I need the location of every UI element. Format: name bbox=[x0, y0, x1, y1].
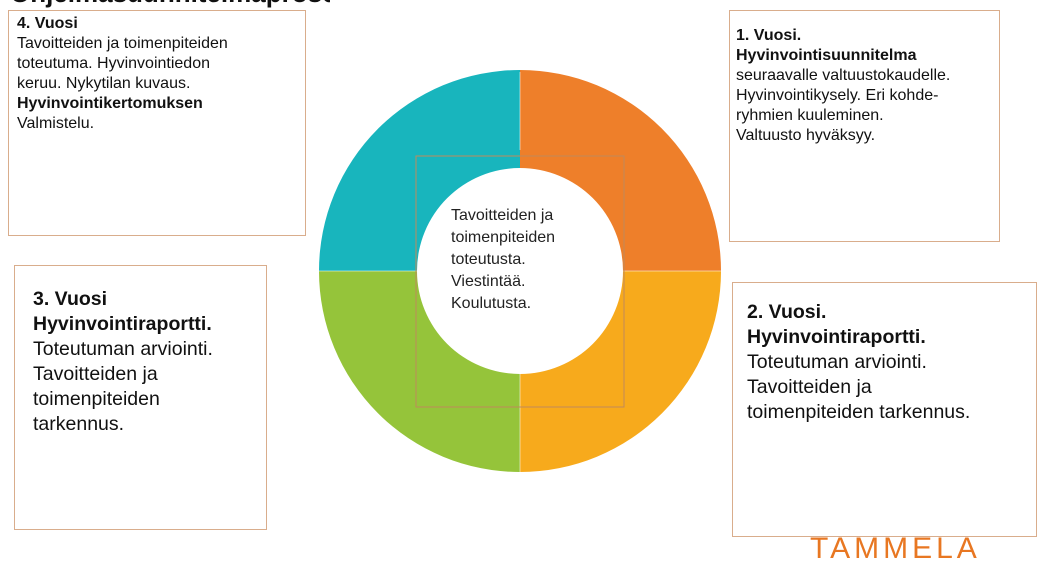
cut-off-header: Ohjelmasuunnitelmaprosessi bbox=[0, 0, 330, 10]
cut-off-header-text: Ohjelmasuunnitelmaprosessi bbox=[10, 0, 330, 9]
year2-line-2: Tavoitteiden ja bbox=[747, 376, 872, 398]
year1-line-2: Hyvinvointikysely. Eri kohde- bbox=[736, 87, 939, 104]
center-line-2: toimenpiteiden bbox=[451, 229, 556, 246]
year4-bold-line: Hyvinvointikertomuksen bbox=[17, 95, 203, 112]
year1-box: 1. Vuosi. Hyvinvointisuunnitelma seuraav… bbox=[729, 10, 1000, 242]
year2-heading: 2. Vuosi. bbox=[747, 301, 827, 323]
center-line-1: Tavoitteiden ja bbox=[451, 207, 554, 224]
year1-heading: 1. Vuosi. bbox=[736, 27, 802, 44]
center-line-4: Viestintää. bbox=[451, 273, 526, 290]
year3-heading: 3. Vuosi bbox=[33, 288, 108, 310]
year3-bold-line: Hyvinvointiraportti. bbox=[33, 313, 212, 335]
year3-line-2: Tavoitteiden ja bbox=[33, 363, 158, 385]
year1-line-4: Valtuusto hyväksyy. bbox=[736, 127, 876, 144]
center-line-3: toteutusta. bbox=[451, 251, 526, 268]
year1-line-3: ryhmien kuuleminen. bbox=[736, 107, 884, 124]
year2-line-1: Toteutuman arviointi. bbox=[747, 351, 927, 373]
year3-box: 3. Vuosi Hyvinvointiraportti. Toteutuman… bbox=[14, 265, 267, 530]
year4-line-2: toteutuma. Hyvinvointiedon bbox=[17, 55, 210, 72]
ring-segment-year2 bbox=[520, 271, 721, 472]
year2-bold-line: Hyvinvointiraportti. bbox=[747, 326, 926, 348]
year4-line-4: Valmistelu. bbox=[17, 115, 95, 132]
year3-line-1: Toteutuman arviointi. bbox=[33, 338, 213, 360]
ring-segment-year4 bbox=[319, 70, 520, 271]
year4-line-3: keruu. Nykytilan kuvaus. bbox=[17, 75, 191, 92]
year1-bold-line: Hyvinvointisuunnitelma bbox=[736, 47, 917, 64]
year2-line-3: toimenpiteiden tarkennus. bbox=[747, 401, 971, 423]
ring-segment-year1 bbox=[520, 70, 721, 271]
center-label: Tavoitteiden ja toimenpiteiden toteutust… bbox=[451, 205, 601, 315]
year1-line-1: seuraavalle valtuustokaudelle. bbox=[736, 67, 951, 84]
year3-line-4: tarkennus. bbox=[33, 413, 125, 435]
center-frame bbox=[415, 155, 625, 408]
year4-heading: 4. Vuosi bbox=[17, 15, 78, 32]
ring-segment-year3 bbox=[319, 271, 520, 472]
year2-box: 2. Vuosi. Hyvinvointiraportti. Toteutuma… bbox=[732, 282, 1037, 537]
year3-line-3: toimenpiteiden bbox=[33, 388, 160, 410]
tammela-logo-text: TAMMELA bbox=[810, 532, 981, 565]
year4-box: 4. Vuosi Tavoitteiden ja toimenpiteiden … bbox=[8, 10, 306, 236]
center-line-5: Koulutusta. bbox=[451, 295, 532, 312]
year4-line-1: Tavoitteiden ja toimenpiteiden bbox=[17, 35, 228, 52]
